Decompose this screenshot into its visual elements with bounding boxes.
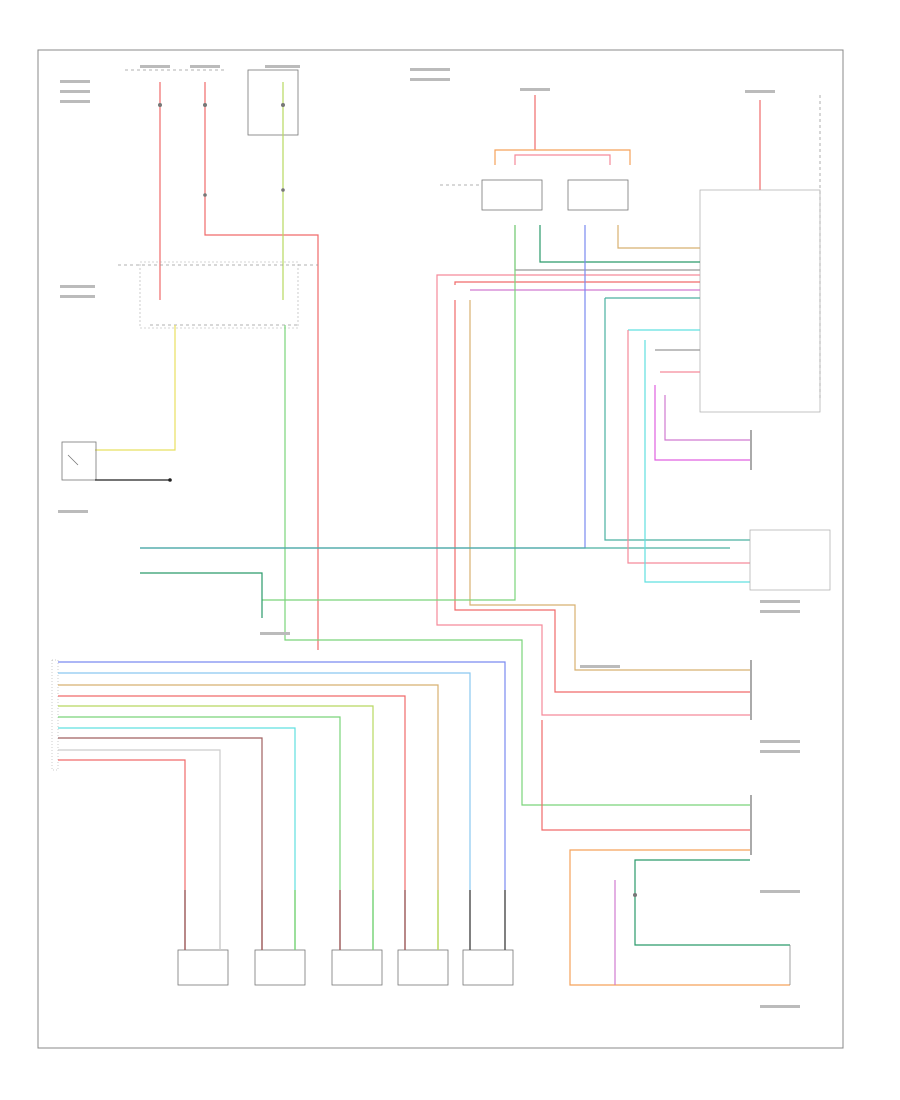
relay-boxes — [440, 179, 629, 211]
wire-green-vertical — [262, 225, 516, 601]
wire-tan-b3 — [58, 684, 439, 890]
label-marks — [58, 65, 800, 1008]
wire-ygreen-b5 — [58, 705, 374, 890]
wire-ygreen-2 — [95, 325, 176, 451]
wire-red-r5 — [454, 281, 700, 285]
sensor-4 — [397, 890, 449, 986]
wire-pink-right — [627, 330, 750, 564]
wire-dkgreen-r2 — [539, 225, 700, 263]
wire-cyan-right — [644, 340, 750, 583]
wire-orange-bus — [494, 149, 631, 165]
right-controller — [699, 189, 821, 413]
diagram-frame — [37, 49, 844, 1049]
wire-pink-r4 — [436, 274, 700, 280]
wire-dkgreen-bottom-right — [634, 859, 790, 946]
wire-blue-b1 — [58, 661, 506, 890]
wire-red-bottom-right — [541, 720, 750, 831]
wire-brown-b8 — [58, 737, 263, 890]
wire-teal-right — [604, 298, 750, 541]
wire-ltblue-b2 — [58, 672, 471, 890]
wire-red-2 — [204, 82, 319, 650]
wire-orange-bottom-right — [569, 849, 790, 986]
wire-green-b6 — [58, 716, 341, 890]
wire-green-horiz-2 — [140, 572, 263, 618]
clutch-switch — [61, 441, 172, 482]
wire-pink-vertical — [436, 280, 750, 716]
module-left — [118, 261, 318, 329]
sensor-5 — [462, 890, 514, 986]
wire-tan-vertical — [469, 300, 750, 671]
fuse-top-right — [759, 95, 821, 400]
wire-violet-r12 — [664, 395, 750, 441]
wire-orange-bus-2 — [514, 154, 611, 165]
sensor-3 — [331, 890, 383, 986]
fuse-block-top-left — [125, 69, 319, 650]
right-components — [749, 430, 831, 855]
wire-red-b4 — [58, 695, 406, 890]
sensor-1 — [177, 890, 229, 986]
fuse-top-center — [494, 95, 631, 165]
wire-magenta-r11 — [654, 385, 750, 461]
wire-tan-r1 — [617, 225, 700, 249]
wire-cyan-b7 — [58, 727, 296, 890]
wire-blue-vertical — [140, 225, 586, 549]
sensor-2 — [254, 890, 306, 986]
wire-gray-b9 — [58, 749, 221, 890]
wire-red-vertical — [454, 300, 750, 693]
wire-pink-b10 — [58, 759, 186, 890]
wire-green-module — [284, 325, 750, 806]
left-pins — [51, 659, 59, 771]
